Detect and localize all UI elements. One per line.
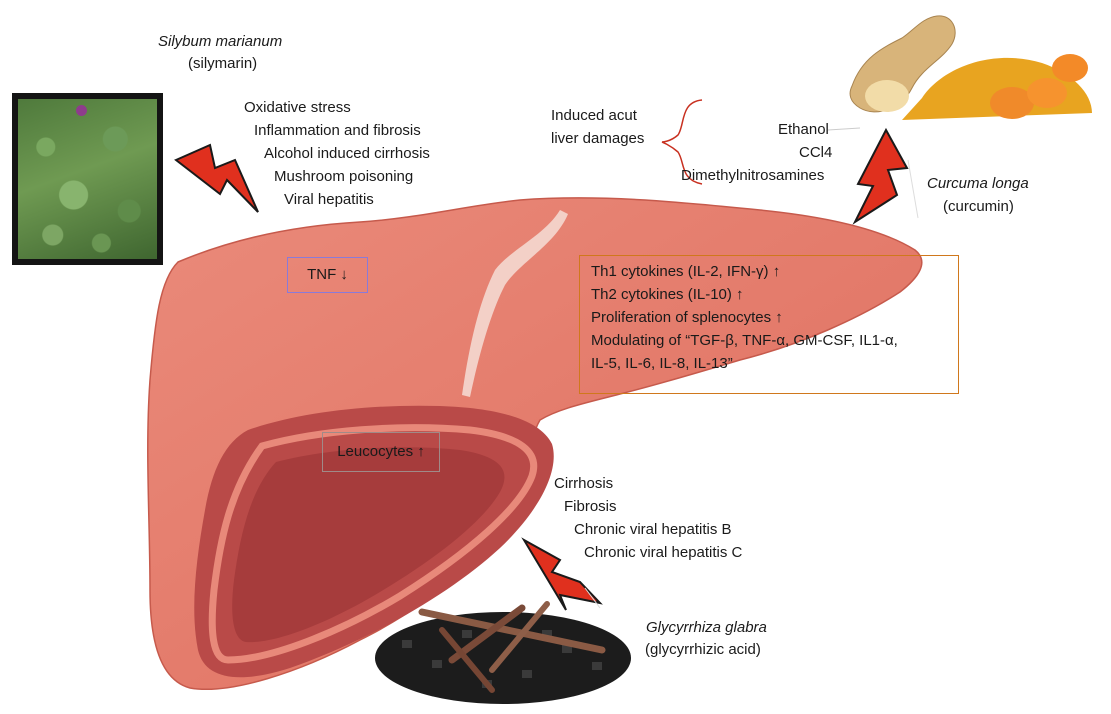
induced-label: Induced acut: [551, 107, 637, 124]
glycyrrhiza-effect: Chronic viral hepatitis C: [584, 544, 743, 561]
silybum-effect: Oxidative stress: [244, 99, 351, 116]
leucocytes-box: Leucocytes ↑: [322, 432, 440, 472]
curcuma-agent: Ethanol: [778, 121, 829, 138]
glycyrrhiza-effect: Chronic viral hepatitis B: [574, 521, 732, 538]
curcuma-agent: CCl4: [799, 144, 833, 161]
cytokine-line: Th2 cytokines (IL-10) ↑: [591, 286, 744, 303]
induced-label: liver damages: [551, 130, 645, 147]
cytokines-box: Th1 cytokines (IL-2, IFN-γ) ↑ Th2 cytoki…: [579, 255, 959, 394]
leucocytes-label: Leucocytes ↑: [337, 443, 425, 460]
cytokine-line: IL-5, IL-6, IL-8, IL-13”: [591, 355, 733, 372]
glycyrrhiza-name: Glycyrrhiza glabra: [646, 619, 767, 636]
liver-ligament: [462, 210, 568, 397]
curcuma-name: Curcuma longa: [927, 175, 1029, 192]
thistle-flower: [76, 105, 87, 116]
glycyrrhiza-effect: Cirrhosis: [554, 475, 614, 492]
liver-inner-core: [232, 447, 505, 643]
cytokine-line: Modulating of “TGF-β, TNF-α, GM-CSF, IL1…: [591, 332, 898, 349]
curcuma-photo: [849, 15, 1092, 120]
tnf-label: TNF ↓: [307, 266, 348, 283]
silybum-photo: [12, 93, 163, 265]
silybum-effect: Mushroom poisoning: [274, 168, 414, 185]
brace-icon: [661, 99, 703, 185]
silybum-name: Silybum marianum: [158, 33, 283, 50]
silybum-compound: (silymarin): [188, 55, 258, 72]
silybum-effect: Alcohol induced cirrhosis: [264, 145, 430, 162]
silybum-effect: Inflammation and fibrosis: [254, 122, 421, 139]
liver-inner-rim: [208, 424, 538, 664]
cytokine-line: Th1 cytokines (IL-2, IFN-γ) ↑: [591, 263, 781, 280]
curcuma-compound: (curcumin): [943, 198, 1014, 215]
silybum-effect: Viral hepatitis: [284, 191, 374, 208]
glycyrrhiza-compound: (glycyrrhizic acid): [645, 641, 761, 658]
lightning-icon-curcuma: [852, 127, 909, 225]
lightning-icon-silybum: [174, 143, 259, 213]
tnf-box: TNF ↓: [287, 257, 368, 293]
curcuma-agent: Dimethylnitrosamines: [681, 167, 825, 184]
glycyrrhiza-photo: [375, 601, 631, 704]
cytokine-line: Proliferation of splenocytes ↑: [591, 309, 783, 326]
glycyrrhiza-effect: Fibrosis: [564, 498, 617, 515]
lightning-icon-glycyrrhiza: [521, 537, 603, 611]
